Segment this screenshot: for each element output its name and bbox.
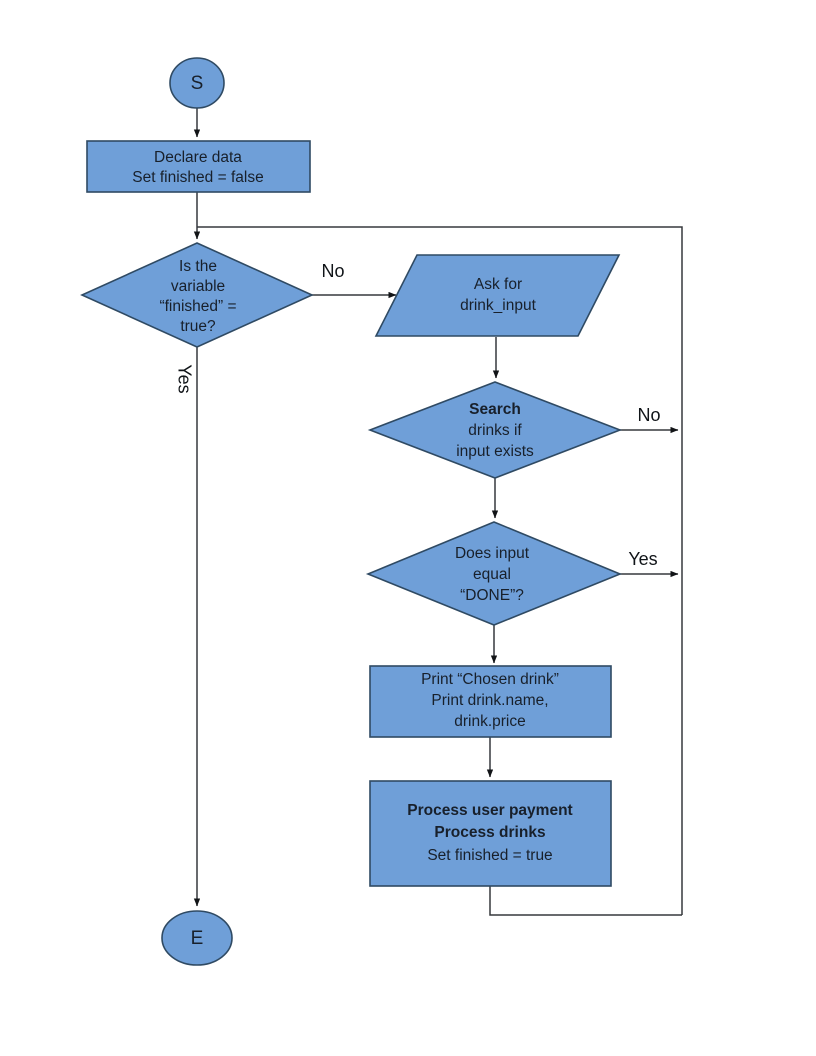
node-search-drinks[interactable]: Search drinks if input exists — [367, 381, 623, 479]
end-terminal-shape — [161, 910, 233, 966]
search-drinks-shape — [367, 381, 623, 479]
edge-loop-right-bus — [197, 226, 683, 915]
check-finished-line-4: true? — [180, 318, 216, 335]
ask-input-line-1: Ask for — [474, 276, 522, 293]
search-drinks-line-2: drinks if — [468, 422, 522, 439]
edge-process-to-loop-return — [489, 886, 682, 916]
process-payment-line-3: Set finished = true — [427, 847, 552, 864]
search-drinks-line-1: Search — [469, 401, 521, 418]
process-payment-line-2: Process drinks — [434, 824, 545, 841]
check-done-line-2: equal — [473, 566, 511, 583]
node-process-payment[interactable]: Process user payment Process drinks Set … — [369, 780, 612, 887]
search-drinks-line-3: input exists — [456, 443, 534, 460]
end-terminal-label: E — [191, 928, 204, 949]
edge-label-search-no: No — [637, 405, 660, 425]
edges — [193, 108, 683, 916]
node-start[interactable]: S — [169, 57, 225, 109]
node-print-drink[interactable]: Print “Chosen drink” Print drink.name, d… — [369, 665, 612, 738]
check-finished-shape — [80, 242, 314, 348]
check-done-line-1: Does input — [455, 545, 530, 562]
node-ask-input[interactable]: Ask for drink_input — [374, 254, 621, 337]
process-payment-line-1: Process user payment — [407, 802, 572, 819]
print-drink-line-3: drink.price — [454, 713, 526, 730]
check-finished-line-1: Is the — [179, 258, 217, 275]
declare-data-shape — [86, 140, 311, 193]
node-check-done[interactable]: Does input equal “DONE”? — [365, 521, 623, 626]
node-check-finished[interactable]: Is the variable “finished” = true? — [80, 242, 314, 348]
process-payment-shape — [369, 780, 612, 887]
print-drink-shape — [369, 665, 612, 738]
edge-labels: No Yes No Yes — [174, 261, 660, 569]
ask-input-line-2: drink_input — [460, 297, 537, 314]
edge-label-finished-yes: Yes — [174, 364, 194, 393]
start-terminal-shape — [169, 57, 225, 109]
declare-data-line-2: Set finished = false — [132, 169, 263, 186]
check-done-shape — [365, 521, 623, 626]
print-drink-line-2: Print drink.name, — [431, 692, 548, 709]
declare-data-line-1: Declare data — [154, 149, 242, 166]
edge-label-done-yes: Yes — [628, 549, 657, 569]
ask-input-shape — [374, 254, 621, 337]
check-finished-line-3: “finished” = — [159, 298, 236, 315]
check-done-line-3: “DONE”? — [460, 587, 524, 604]
node-declare-data[interactable]: Declare data Set finished = false — [86, 140, 311, 193]
start-terminal-label: S — [191, 73, 204, 94]
check-finished-line-2: variable — [171, 278, 225, 295]
edge-label-finished-no: No — [321, 261, 344, 281]
node-end[interactable]: E — [161, 910, 233, 966]
print-drink-line-1: Print “Chosen drink” — [421, 671, 559, 688]
